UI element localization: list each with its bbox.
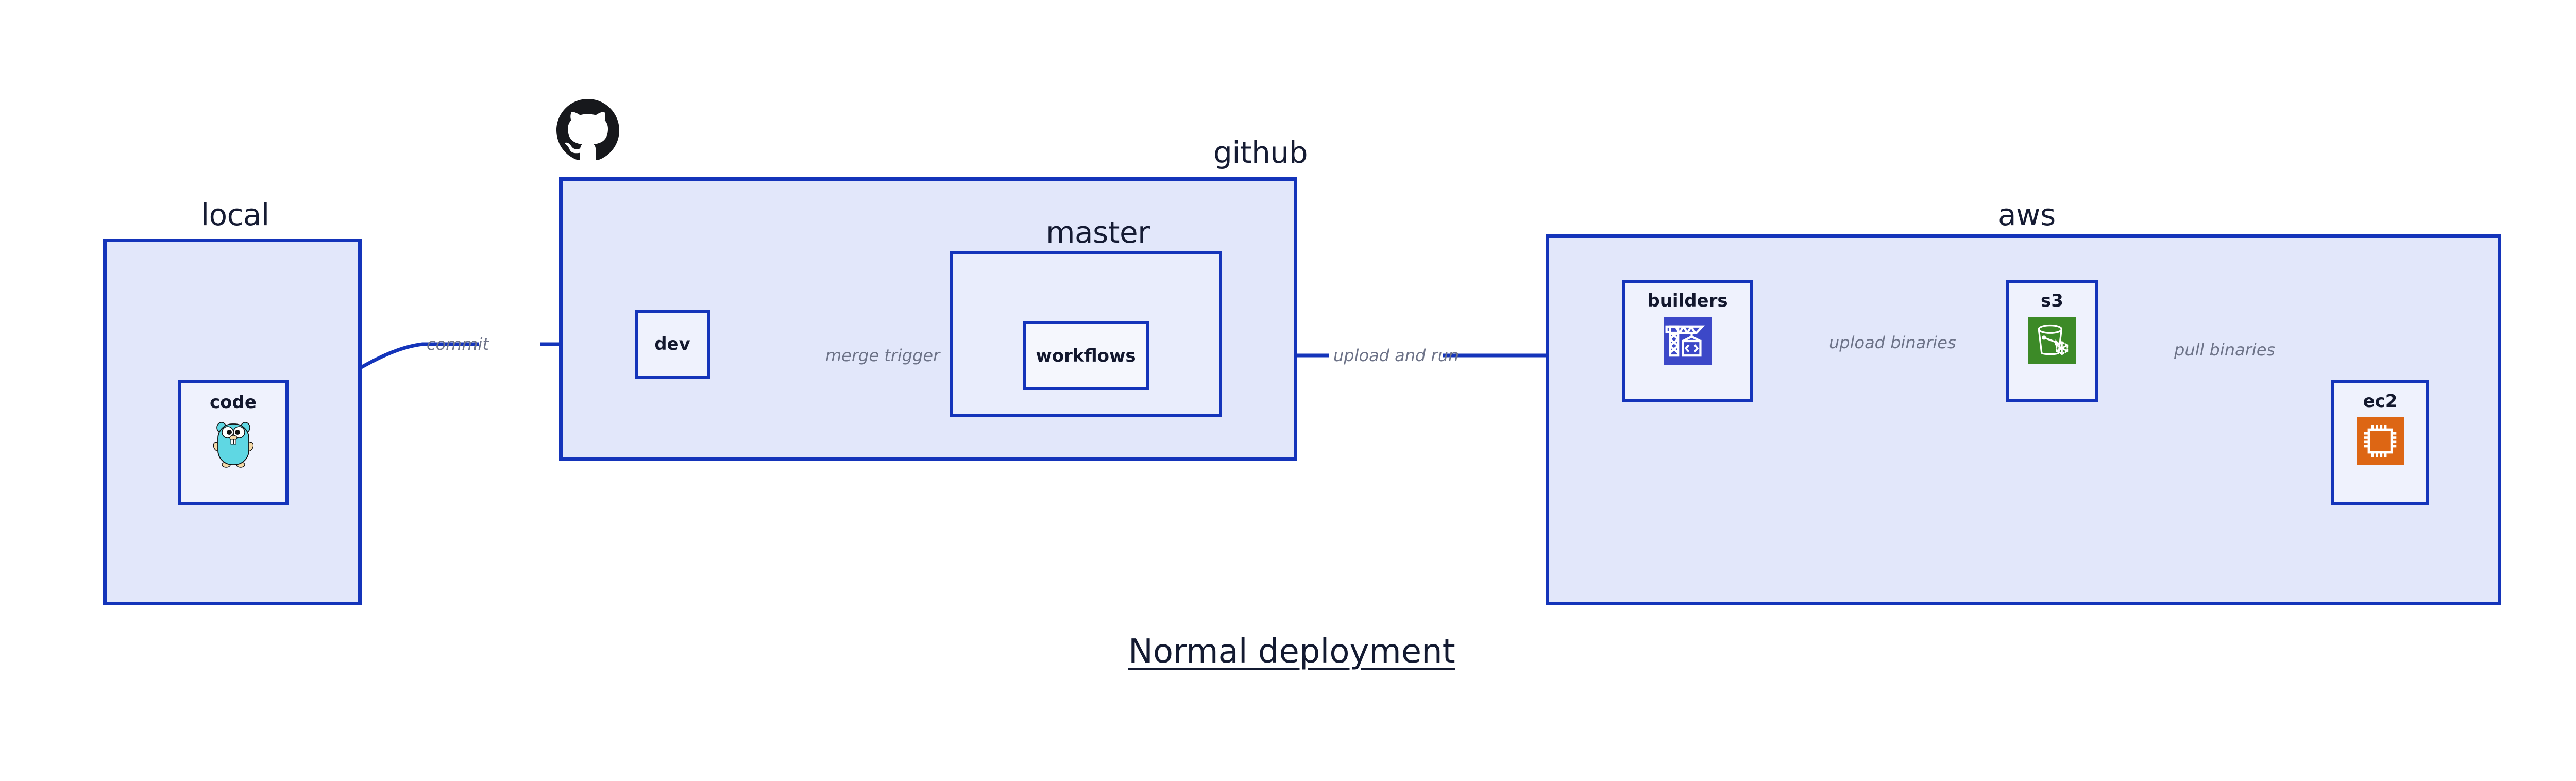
node-label-builders: builders (1647, 291, 1728, 311)
node-builders[interactable]: builders (1622, 280, 1753, 402)
node-workflows[interactable]: workflows (1023, 321, 1149, 390)
node-dev[interactable]: dev (635, 310, 710, 379)
subgroup-label-master: master (1046, 215, 1150, 250)
aws-ec2-icon (2357, 417, 2404, 465)
go-gopher-icon (213, 418, 253, 468)
node-label-ec2: ec2 (2363, 391, 2398, 412)
edge-label-upload-and-run: upload and run (1333, 346, 1459, 365)
node-label-workflows: workflows (1036, 345, 1136, 366)
node-code[interactable]: code (178, 380, 289, 505)
node-s3[interactable]: s3 (2006, 280, 2098, 402)
node-label-s3: s3 (2041, 291, 2063, 311)
node-label-dev: dev (654, 334, 690, 354)
group-label-local: local (201, 197, 269, 232)
group-label-aws: aws (1998, 197, 2056, 232)
edge-label-upload-binaries: upload binaries (1829, 333, 1956, 352)
github-logo-icon (556, 99, 619, 164)
diagram-title: Normal deployment (1128, 633, 1455, 671)
edge-label-pull-binaries: pull binaries (2174, 340, 2276, 360)
node-label-code: code (210, 392, 257, 413)
aws-codebuild-icon (1663, 317, 1712, 365)
edge-label-merge-trigger: merge trigger (825, 346, 940, 365)
node-ec2[interactable]: ec2 (2331, 380, 2429, 505)
edge-label-commit: commit (427, 334, 489, 354)
aws-s3-glacier-icon (2028, 317, 2076, 364)
group-label-github: github (1213, 135, 1308, 170)
